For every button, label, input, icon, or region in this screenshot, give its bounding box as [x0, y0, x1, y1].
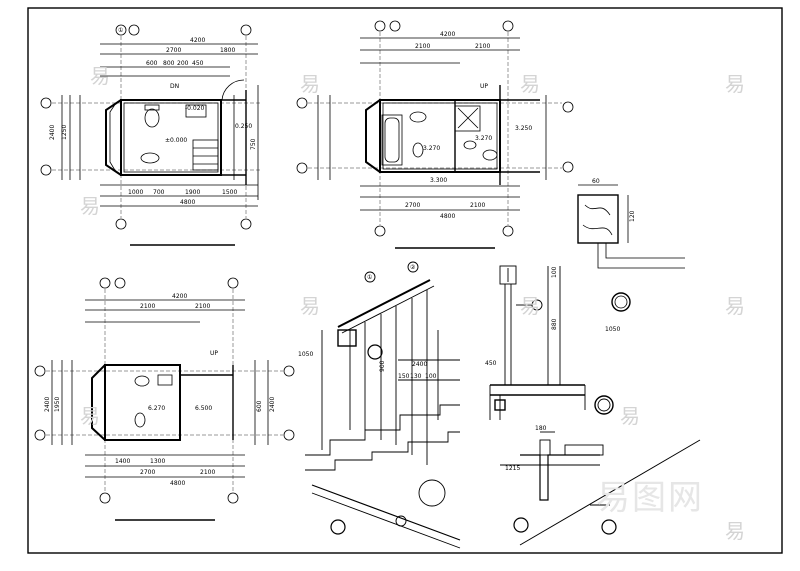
plan3-total-top: 4200 — [172, 293, 187, 300]
plan2-level-a: 3.270 — [423, 145, 440, 152]
plan3-dim-2100a: 2100 — [140, 303, 155, 310]
rail-dim-100: 100 — [551, 266, 558, 278]
stair-dim-150: 150 — [398, 373, 410, 380]
plan3-dim-right-2400: 2400 — [269, 397, 276, 412]
plan1-dim-left-2400: 2400 — [49, 125, 56, 140]
plan1-dim-800: 800 — [163, 60, 175, 67]
plan2-total-top: 4200 — [440, 31, 455, 38]
plan-3-labels: 4200 2100 2100 UP 6.270 6.500 1400 1300 … — [44, 293, 276, 487]
plan2-dim-bot-4800: 4800 — [440, 213, 455, 220]
stair-axis-1: ① — [367, 274, 372, 281]
plan1-dim-2700: 2700 — [166, 47, 181, 54]
stair-axis-2: ② — [410, 264, 416, 271]
plan1-level-2: -0.020 — [185, 105, 205, 112]
rail-detail-labels: 100 880 450 1050 180 1215 — [485, 266, 620, 472]
plan3-dim-bot-4800: 4800 — [170, 480, 185, 487]
plan1-level-1: ±0.000 — [165, 137, 187, 144]
plan1-dim-bot-1000: 1000 — [128, 189, 143, 196]
plan2-level-b: 3.270 — [475, 135, 492, 142]
plan1-dim-bot-700: 700 — [153, 189, 165, 196]
plan3-dim-2100b: 2100 — [195, 303, 210, 310]
plan-1 — [40, 24, 262, 246]
plan1-dim-right-750: 750 — [250, 138, 257, 150]
plan1-level-3: 0.250 — [235, 123, 252, 130]
plan1-axis-1: ① — [118, 27, 123, 34]
rail-dim-20-450: 450 — [485, 360, 497, 367]
plan3-up: UP — [210, 350, 218, 357]
plan1-dim-200: 200 — [177, 60, 189, 67]
plan3-level-b: 6.500 — [195, 405, 212, 412]
step-dim-1215: 1215 — [505, 465, 520, 472]
plan3-level-a: 6.270 — [148, 405, 165, 412]
rail-dim-880: 880 — [551, 318, 558, 330]
plan-2-labels: 4200 2100 2100 UP 3.270 3.270 3.250 3.30… — [405, 31, 636, 222]
rail-label-1050: 1050 — [605, 326, 620, 333]
plan-3 — [34, 277, 295, 521]
plan3-dim-bot-2100: 2100 — [200, 469, 215, 476]
plan-1-labels: ① 4200 2700 1800 600 800 200 450 ±0.000 … — [49, 27, 257, 206]
plan3-dim-right-600: 600 — [256, 400, 263, 412]
plan1-dim-bot-1900: 1900 — [185, 189, 200, 196]
handrail-dim-120: 120 — [629, 210, 636, 222]
plan3-dim-bot-1300: 1300 — [150, 458, 165, 465]
plan2-dim-bot-2100: 2100 — [470, 202, 485, 209]
rail-detail — [489, 265, 701, 546]
plan3-dim-bot-2700: 2700 — [140, 469, 155, 476]
plan1-dn: DN — [170, 83, 179, 90]
plan2-dim-bot-2700: 2700 — [405, 202, 420, 209]
stair-dim-900: 900 — [379, 360, 386, 372]
plan3-dim-left-1950: 1950 — [54, 397, 61, 412]
plan3-dim-left-2400: 2400 — [44, 397, 51, 412]
plan1-dim-left-1250: 1250 — [61, 125, 68, 140]
stair-section-labels: ① ② 1050 2400 150 130 100 900 — [298, 264, 437, 380]
plan-2 — [296, 20, 685, 312]
sheet-border — [27, 7, 783, 554]
plan1-dim-450: 450 — [192, 60, 204, 67]
plan1-dim-bot-4800: 4800 — [180, 199, 195, 206]
plan2-dim-2100b: 2100 — [475, 43, 490, 50]
stair-dim-100: 100 — [425, 373, 437, 380]
stair-dim-1050: 1050 — [298, 351, 313, 358]
plan1-dim-1800: 1800 — [220, 47, 235, 54]
handrail-dim-60: 60 — [592, 178, 600, 185]
plan1-dim-bot-1500: 1500 — [222, 189, 237, 196]
step-dim-180: 180 — [535, 425, 547, 432]
plan1-dim-600: 600 — [146, 60, 158, 67]
plan1-total-top: 4200 — [190, 37, 205, 44]
stair-section — [305, 261, 461, 549]
plan2-level-d: 3.300 — [430, 177, 447, 184]
plan2-up: UP — [480, 83, 488, 90]
plan2-dim-2100a: 2100 — [415, 43, 430, 50]
plan3-dim-bot-1400: 1400 — [115, 458, 130, 465]
plan2-level-c: 3.250 — [515, 125, 532, 132]
stair-dim-2400: 2400 — [412, 361, 427, 368]
stair-dim-130: 130 — [410, 373, 422, 380]
